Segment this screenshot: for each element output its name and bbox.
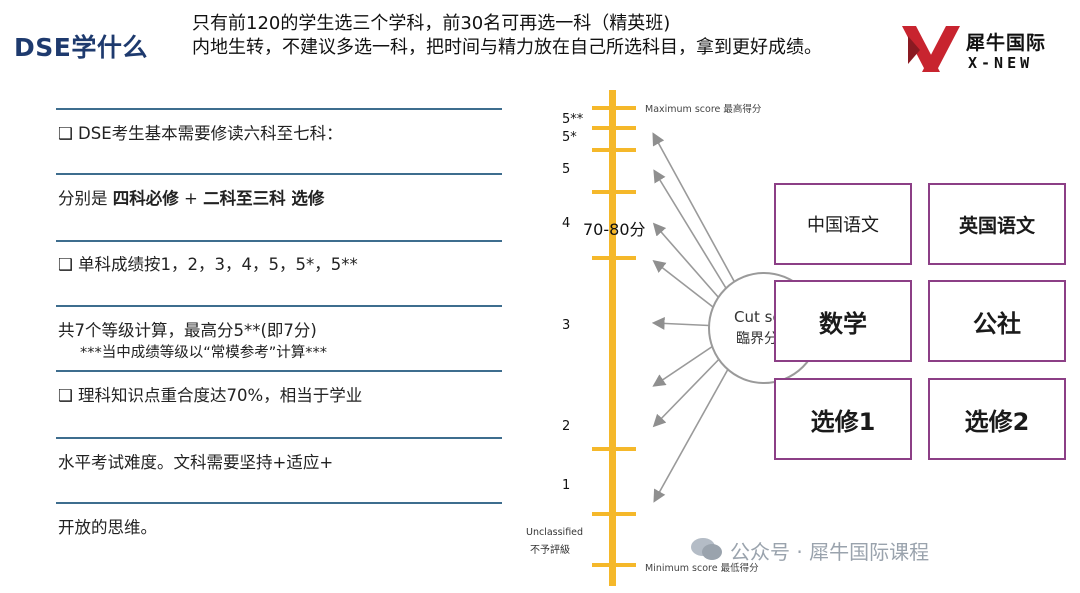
subject-box-chinese: 中国语文 bbox=[774, 183, 912, 265]
unclassified-label-cn: 不予評級 bbox=[530, 545, 570, 556]
level-label: 4 bbox=[562, 216, 571, 231]
divider bbox=[56, 173, 502, 175]
subject-box-elective-1: 选修1 bbox=[774, 378, 912, 460]
cut-score-label-en: Cut sc bbox=[734, 308, 781, 326]
scale-bar bbox=[609, 90, 616, 586]
list-item: 分别是 四科必修 + 二科至三科 选修 bbox=[58, 189, 325, 208]
logo-dse: DSE学什么 bbox=[14, 33, 148, 62]
level-label: 5** bbox=[562, 112, 584, 127]
divider bbox=[56, 370, 502, 372]
header-line-2: 内地生转，不建议多选一科，把时间与精力放在自己所选科目，拿到更好成绩。 bbox=[192, 37, 822, 58]
arrow-lines bbox=[651, 132, 741, 503]
watermark-text: 公众号 · 犀牛国际课程 bbox=[730, 540, 930, 564]
bullet-icon: ❑ bbox=[58, 255, 73, 274]
unclassified-label-en: Unclassified bbox=[526, 527, 584, 538]
min-score-label: Minimum score 最低得分 bbox=[645, 563, 759, 574]
list-item: 共7个等级计算，最高分5**(即7分) bbox=[58, 321, 317, 340]
level-label: 1 bbox=[562, 478, 571, 493]
level-label: 2 bbox=[562, 419, 571, 434]
divider bbox=[56, 437, 502, 439]
cut-score-label-cn: 臨界分 bbox=[736, 331, 778, 347]
wechat-icon bbox=[691, 538, 722, 560]
max-score-label: Maximum score 最高得分 bbox=[645, 104, 762, 115]
header-line-1: 只有前120的学生选三个学科，前30名可再选一科（精英班) bbox=[192, 13, 671, 34]
brand-logo: 犀牛国际 X-NEW bbox=[900, 22, 1060, 77]
list-item: ❑ DSE考生基本需要修读六科至七科： bbox=[58, 124, 343, 143]
level-label: 5 bbox=[562, 162, 571, 177]
divider bbox=[56, 502, 502, 504]
x-logo-icon bbox=[902, 26, 960, 72]
brand-name-en: X-NEW bbox=[968, 54, 1034, 72]
header-notes: 只有前120的学生选三个学科，前30名可再选一科（精英班) 内地生转，不建议多选… bbox=[192, 12, 822, 60]
subject-box-english: 英国语文 bbox=[928, 183, 1066, 265]
divider bbox=[56, 240, 502, 242]
list-item: 水平考试难度。文科需要坚持+适应+ bbox=[58, 453, 334, 472]
list-item-note: ***当中成绩等级以“常模参考”计算*** bbox=[80, 345, 328, 361]
bullet-icon: ❑ bbox=[58, 124, 73, 143]
bullet-icon: ❑ bbox=[58, 386, 73, 405]
subject-box-social: 公社 bbox=[928, 280, 1066, 362]
divider bbox=[56, 305, 502, 307]
subject-box-elective-2: 选修2 bbox=[928, 378, 1066, 460]
brand-name-cn: 犀牛国际 bbox=[966, 32, 1047, 54]
list-item: ❑ 单科成绩按1，2，3，4，5，5*，5** bbox=[58, 255, 358, 274]
level-label: 3 bbox=[562, 318, 571, 333]
score-annotation: 70-80分 bbox=[583, 220, 646, 239]
level-label: 5* bbox=[562, 130, 577, 145]
divider bbox=[56, 108, 502, 110]
scale-ticks bbox=[592, 106, 636, 567]
list-item: ❑ 理科知识点重合度达70%，相当于学业 bbox=[58, 386, 363, 405]
subject-box-math: 数学 bbox=[774, 280, 912, 362]
list-item: 开放的思维。 bbox=[58, 518, 157, 537]
